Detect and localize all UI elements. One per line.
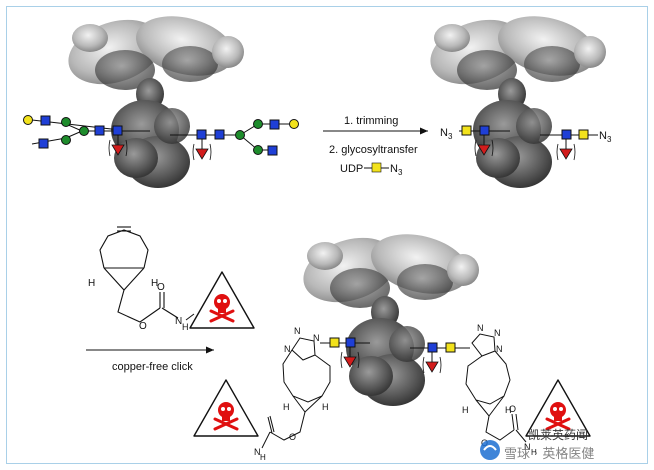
triazole-right-n2: N [494, 328, 501, 338]
triazole-right-n3: N [496, 344, 503, 354]
step1-label-glycosyltransfer: 2. glycosyltransfer [329, 144, 418, 156]
bcn-h-left: H [88, 278, 95, 289]
right-nh: N [524, 442, 531, 452]
step1-reagent: UDP N 3 [340, 162, 403, 177]
glycan-azido-right [540, 129, 598, 161]
left-nh: H [260, 453, 266, 462]
glycan-native-right [170, 119, 299, 161]
step1-arrow [323, 127, 428, 135]
right-o2: O [509, 404, 516, 414]
right-h1: H [462, 405, 469, 415]
antibody-conjugate [295, 224, 479, 406]
left-h2: H [322, 402, 329, 412]
glycan-azido-left [459, 125, 510, 157]
step2-label: copper-free click [112, 361, 193, 373]
triazole-left-n2: N [284, 344, 291, 354]
triazole-right-n1: N [477, 323, 484, 333]
watermark-text-bottom: 雪球 · 英格医健 [504, 447, 595, 462]
antibody-azido [422, 6, 606, 188]
snowball-icon [480, 440, 500, 460]
toxin-symbol-left [192, 378, 260, 438]
azide-right: N [599, 130, 607, 142]
toxin-symbol-reagent [188, 270, 256, 330]
watermark-text-top: 凯莱英药闻 [528, 428, 589, 442]
glycan-native-left [23, 115, 150, 157]
azide-left-sub: 3 [448, 132, 453, 141]
reagent-azide: N [390, 163, 398, 175]
bcn-toxin-reagent [99, 226, 179, 323]
bcn-o-ester: O [139, 321, 147, 332]
left-h1: H [283, 402, 290, 412]
bcn-nh-n: N [175, 316, 182, 327]
triazole-left-n1: N [294, 326, 301, 336]
right-nh-h: H [531, 448, 537, 457]
triazole-left-n3: N [313, 333, 320, 343]
bcn-h-right: H [151, 278, 158, 289]
glycan-conjugate-left [261, 337, 370, 449]
left-o: O [289, 432, 296, 442]
bcn-nh-h: H [182, 322, 189, 332]
galnaz-square [371, 162, 382, 173]
step1-label-trimming: 1. trimming [344, 115, 398, 127]
watermark: 凯莱英药闻 雪球 · 英格医健 [476, 426, 646, 462]
step2-arrow [86, 346, 214, 354]
bcn-o-carbonyl: O [157, 282, 165, 293]
right-h2: H [505, 405, 512, 415]
left-n: N [254, 447, 261, 457]
reagent-udp: UDP [340, 163, 363, 175]
antibody-native [60, 6, 244, 188]
watermark-logo [480, 440, 500, 460]
azide-right-sub: 3 [607, 135, 612, 144]
azide-left: N [440, 127, 448, 139]
reagent-azide-sub: 3 [398, 168, 403, 177]
glycan-conjugate-right [410, 333, 527, 443]
